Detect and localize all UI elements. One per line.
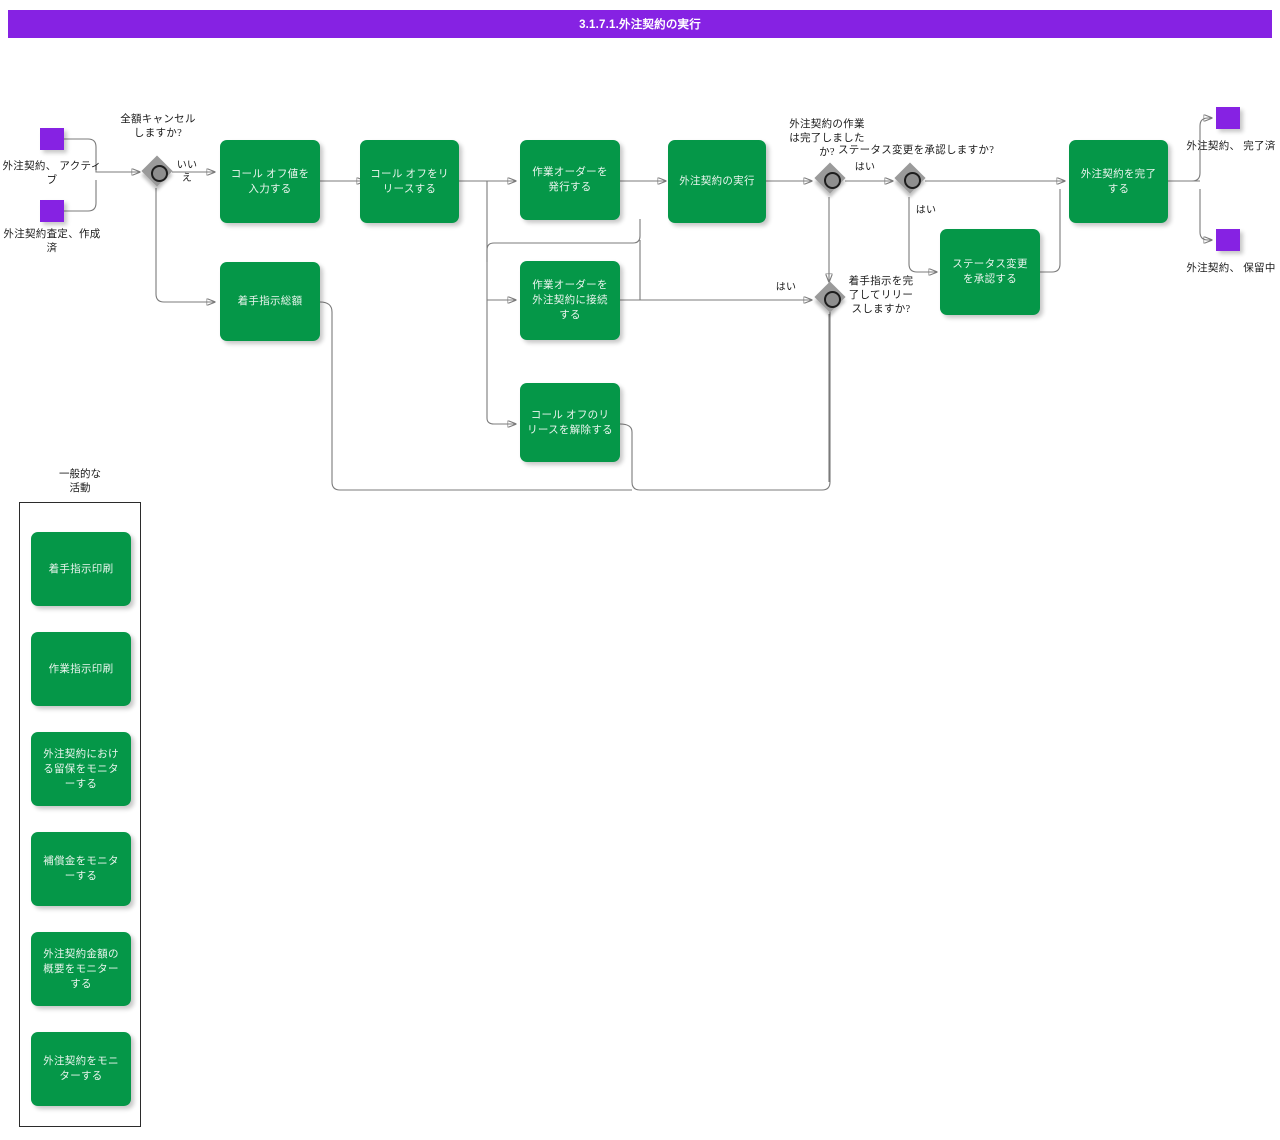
activity-monitor-amount-summary[interactable]: 外注契約金額の概要をモニターする <box>31 932 131 1006</box>
task-enter-calloff-label: コール オフ値を入力する <box>230 168 310 195</box>
activity-print-start-order-label: 着手指示印刷 <box>48 563 114 575</box>
activity-print-work-order[interactable]: 作業指示印刷 <box>31 632 131 706</box>
end-event-contract-completed-label: 外注契約、 完了済 <box>1186 141 1276 152</box>
activity-monitor-compensation[interactable]: 補償金をモニターする <box>31 832 131 906</box>
gateway-inclusive-ring-icon <box>150 164 168 182</box>
flow-label-no-cancel: いいえ <box>176 160 198 184</box>
task-issue-work-order-label: 作業オーダーを発行する <box>532 167 608 193</box>
flow-label-yes-work-complete: はい <box>854 162 876 173</box>
start-event-contract-assessed-label: 外注契約査定、作成済 <box>3 229 101 254</box>
end-event-contract-completed[interactable] <box>1216 107 1240 129</box>
gateway-approve-status[interactable] <box>894 162 929 197</box>
flow-label-yes-release: はい <box>775 282 797 293</box>
end-event-contract-onhold-label: 外注契約、 保留中 <box>1186 263 1276 274</box>
gateway-inclusive-ring-icon <box>823 290 841 308</box>
task-start-order-total[interactable]: 着手指示総額 <box>220 262 320 341</box>
page-title-bar: 3.1.7.1.外注契約の実行 <box>8 10 1272 38</box>
task-approve-status-change[interactable]: ステータス変更を承認する <box>940 229 1040 315</box>
common-activities-panel: 着手指示印刷 作業指示印刷 外注契約における留保をモニターする 補償金をモニター… <box>19 502 141 1127</box>
gateway-cancel-all[interactable] <box>141 155 176 190</box>
gateway-complete-release-label: 着手指示を完了してリリースしますか? <box>848 276 914 315</box>
common-activities-title-line2: 活動 <box>69 483 91 494</box>
activity-print-work-order-label: 作業指示印刷 <box>48 663 114 675</box>
start-event-contract-assessed[interactable] <box>40 200 64 222</box>
gateway-work-complete[interactable] <box>814 162 849 197</box>
activity-monitor-contract[interactable]: 外注契約をモニターする <box>31 1032 131 1106</box>
task-release-calloff-label: コール オフをリリースする <box>370 168 449 195</box>
gateway-inclusive-ring-icon <box>823 171 841 189</box>
task-approve-status-change-label: ステータス変更を承認する <box>952 259 1028 285</box>
task-execute-contract[interactable]: 外注契約の実行 <box>668 140 766 223</box>
start-event-contract-active[interactable] <box>40 128 64 150</box>
activity-monitor-amount-summary-label: 外注契約金額の概要をモニターする <box>43 948 119 990</box>
gateway-cancel-all-label: 全額キャンセルしますか? <box>120 114 196 139</box>
start-event-contract-active-label: 外注契約、 アクティブ <box>2 161 102 186</box>
common-activities-title-line1: 一般的な <box>59 469 101 480</box>
task-unrelease-calloff[interactable]: コール オフのリリースを解除する <box>520 383 620 462</box>
task-connect-work-order-label: 作業オーダーを外注契約に接続する <box>532 280 608 321</box>
task-connect-work-order[interactable]: 作業オーダーを外注契約に接続する <box>520 261 620 340</box>
activity-monitor-compensation-label: 補償金をモニターする <box>43 856 119 882</box>
task-start-order-total-label: 着手指示総額 <box>237 296 303 307</box>
activity-monitor-contract-label: 外注契約をモニターする <box>43 1056 119 1082</box>
page-title: 3.1.7.1.外注契約の実行 <box>579 19 701 31</box>
gateway-work-complete-label: 外注契約の作業は完了しましたか? <box>789 119 865 158</box>
gateway-inclusive-ring-icon <box>903 171 921 189</box>
task-unrelease-calloff-label: コール オフのリリースを解除する <box>527 409 613 436</box>
task-release-calloff[interactable]: コール オフをリリースする <box>360 140 459 223</box>
task-complete-contract-label: 外注契約を完了する <box>1080 168 1157 195</box>
task-issue-work-order[interactable]: 作業オーダーを発行する <box>520 140 620 220</box>
flow-label-yes-approve: はい <box>915 205 937 216</box>
activity-monitor-retention-label: 外注契約における留保をモニターする <box>43 748 119 790</box>
activity-print-start-order[interactable]: 着手指示印刷 <box>31 532 131 606</box>
task-complete-contract[interactable]: 外注契約を完了する <box>1069 140 1168 223</box>
task-enter-calloff[interactable]: コール オフ値を入力する <box>220 140 320 223</box>
gateway-approve-status-label: ステータス変更を承認しますか? <box>838 145 995 156</box>
activity-monitor-retention[interactable]: 外注契約における留保をモニターする <box>31 732 131 806</box>
common-activities-title: 一般的な 活動 <box>19 468 141 496</box>
end-event-contract-onhold[interactable] <box>1216 229 1240 251</box>
task-execute-contract-label: 外注契約の実行 <box>679 176 755 187</box>
gateway-complete-release[interactable] <box>814 281 849 316</box>
